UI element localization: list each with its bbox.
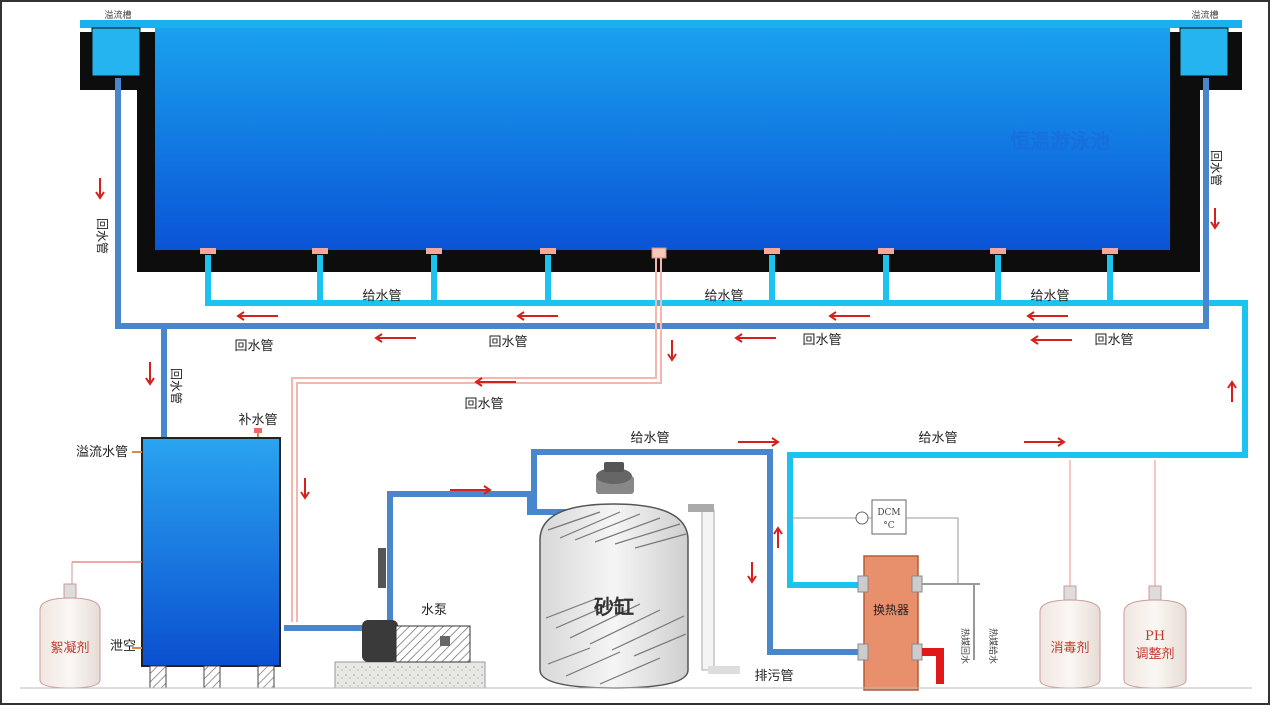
return-label-5: 回水管 — [464, 397, 503, 412]
return-label-1: 回水管 — [234, 339, 273, 354]
overflow-pipe-label: 溢流水管 — [76, 445, 128, 460]
supply-label-5: 给水管 — [918, 431, 957, 446]
pool-name: 恒温游泳池 — [1010, 129, 1110, 153]
heat-return-label: 热媒回水 — [959, 628, 971, 664]
overflow-tank-right-label: 溢流槽 — [1191, 9, 1218, 21]
return-label-2: 回水管 — [488, 335, 527, 350]
pool-water — [155, 22, 1170, 250]
water-pump — [334, 548, 486, 689]
sand-filter — [539, 462, 740, 689]
return-label-vertical-right: 回水管 — [1209, 150, 1224, 186]
balance-tank — [132, 437, 281, 689]
return-label-3: 回水管 — [802, 333, 841, 348]
ph-label-line2: 调整剂 — [1135, 647, 1174, 662]
disinfectant-label: 消毒剂 — [1050, 641, 1089, 656]
pipe-labels: 给水管 给水管 给水管 给水管 给水管 回水管 回水管 回水管 回水管 回水管 … — [50, 150, 1224, 684]
temperature-controller: DCM °C — [790, 499, 959, 584]
overflow-tank-left — [91, 27, 141, 77]
overflow-tank-left-label: 溢流槽 — [104, 9, 131, 21]
supply-label-3: 给水管 — [1030, 289, 1069, 304]
heat-exchanger — [857, 555, 980, 691]
drain-valve-label: 泄空 — [110, 639, 136, 654]
pool: 恒温游泳池 溢流槽 溢流槽 — [80, 9, 1242, 272]
inlet-nozzles — [200, 247, 1118, 259]
heat-exchanger-label: 换热器 — [873, 603, 909, 617]
temp-control-label: DCM — [877, 508, 900, 518]
return-label-vertical-tank: 回水管 — [169, 368, 184, 404]
pump-label: 水泵 — [421, 603, 447, 618]
overflow-tank-right — [1179, 27, 1229, 77]
flow-arrows — [95, 178, 1237, 584]
sewage-pipe-label: 排污管 — [754, 669, 793, 684]
coagulant-label: 絮凝剂 — [50, 640, 89, 656]
makeup-pipe-label: 补水管 — [238, 413, 277, 428]
sand-filter-label: 砂缸 — [594, 595, 634, 619]
supply-manifold — [205, 255, 1248, 588]
heat-supply-label: 热媒给水 — [987, 628, 999, 664]
supply-label-1: 给水管 — [362, 289, 401, 304]
temp-unit-label: °C — [883, 521, 895, 531]
supply-label-2: 给水管 — [704, 289, 743, 304]
ph-label-line1: PH — [1145, 629, 1165, 644]
return-label-4: 回水管 — [1094, 333, 1133, 348]
chemical-jars — [39, 460, 1187, 689]
supply-label-4: 给水管 — [630, 431, 669, 446]
return-label-vertical-left: 回水管 — [95, 218, 110, 254]
pool-surface — [80, 20, 1242, 28]
